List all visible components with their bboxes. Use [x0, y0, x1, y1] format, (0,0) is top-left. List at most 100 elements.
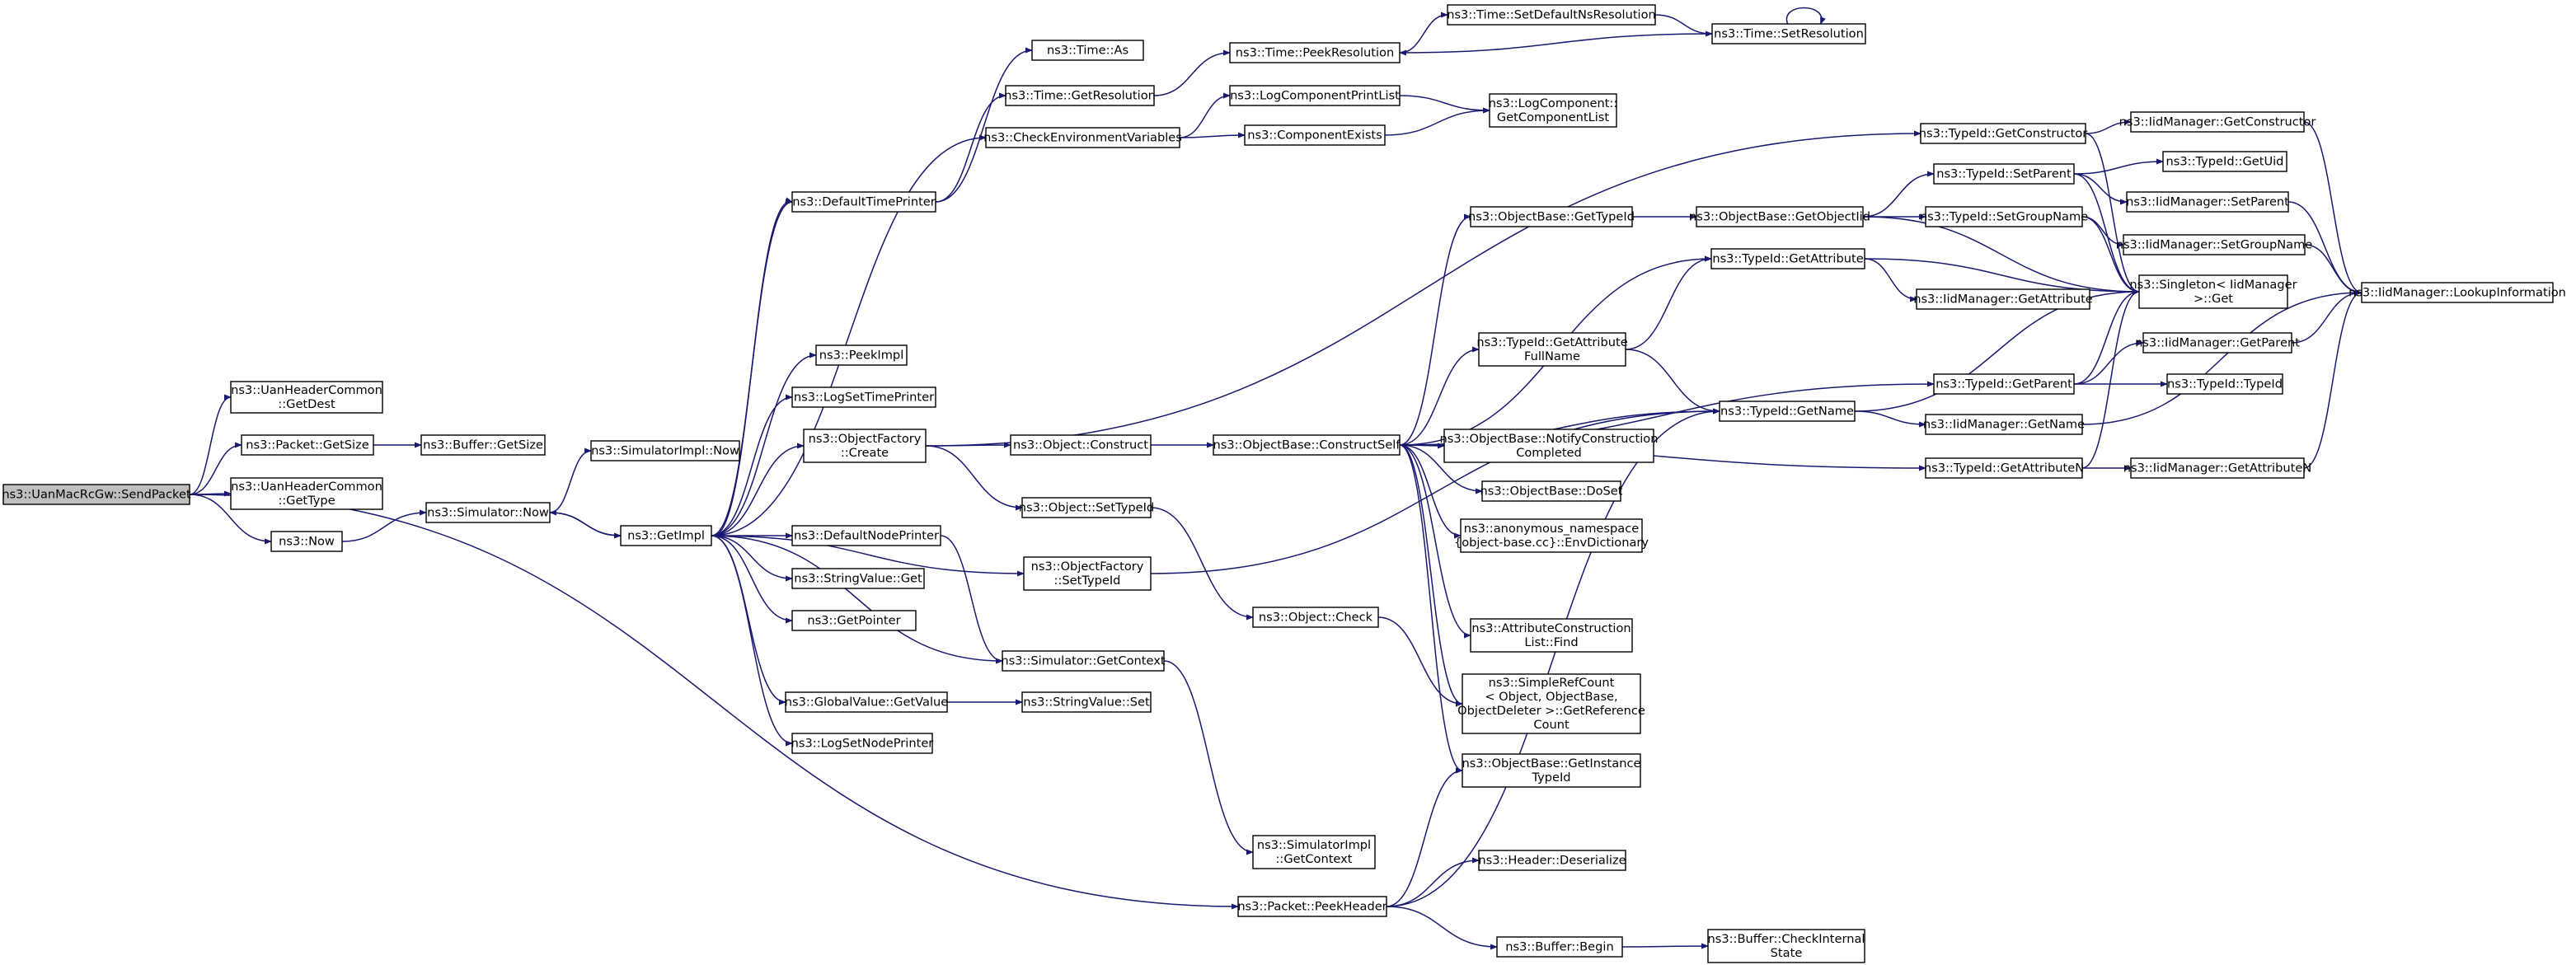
- node-ns3-stringvalue-set[interactable]: ns3::StringValue::Set: [1021, 691, 1152, 713]
- node-ns3-packet-getsize[interactable]: ns3::Packet::GetSize: [241, 434, 374, 456]
- node-label: ns3::ObjectBase::GetObjectIid: [1689, 210, 1870, 224]
- node-ns3-time-getresolution[interactable]: ns3::Time::GetResolution: [1004, 85, 1156, 106]
- node-ns3-iidmanager-getattribute[interactable]: ns3::IidManager::GetAttribute: [1913, 288, 2093, 310]
- edge-n9-to-n10: [1179, 132, 1246, 138]
- node-box: [590, 440, 740, 461]
- node-ns3-typeid-getparent[interactable]: ns3::TypeId::GetParent: [1933, 373, 2075, 395]
- node-ns3-typeid-getname[interactable]: ns3::TypeId::GetName: [1719, 401, 1856, 422]
- node-ns3-now[interactable]: ns3::Now: [270, 531, 343, 552]
- node-ns3-iidmanager-setgroupname[interactable]: ns3::IidManager::SetGroupName: [2116, 234, 2313, 255]
- node-ns3-stringvalue-get[interactable]: ns3::StringValue::Get: [791, 568, 925, 589]
- edge-n27-to-n44: [1399, 346, 1480, 446]
- node-ns3-objectbase-constructself[interactable]: ns3::ObjectBase::ConstructSelf: [1213, 434, 1401, 456]
- node-box: [791, 386, 936, 408]
- node-label: >::Get: [2194, 292, 2233, 306]
- node-box: [2138, 274, 2288, 309]
- node-label: ns3::IidManager::LookupInformation: [2348, 286, 2566, 300]
- edge-n59-to-n60: [1163, 660, 1254, 855]
- node-box: [1021, 691, 1152, 713]
- node-ns3-componentexists[interactable]: ns3::ComponentExists: [1244, 124, 1386, 146]
- node-ns3-simulator-getcontext[interactable]: ns3::Simulator::GetContext: [1001, 650, 1166, 672]
- node-ns3-iidmanager-lookupinformation[interactable]: ns3::IidManager::LookupInformation: [2348, 282, 2566, 303]
- node-ns3-typeid-getuid[interactable]: ns3::TypeId::GetUid: [2162, 151, 2287, 172]
- node-ns3-typeid-setgroupname[interactable]: ns3::TypeId::SetGroupName: [1920, 206, 2088, 227]
- node-box: [230, 381, 383, 414]
- node-ns3-globalvalue-getvalue[interactable]: ns3::GlobalValue::GetValue: [785, 691, 949, 713]
- node-ns3-typeid-getattribute[interactable]: ns3::TypeId::GetAttribute: [1710, 248, 1865, 269]
- node-ns3-objectbase-getobjectiid[interactable]: ns3::ObjectBase::GetObjectIid: [1689, 206, 1870, 227]
- node-box: [1496, 936, 1623, 958]
- node-label: ns3::Time::As: [1047, 44, 1128, 58]
- node-ns3-objectbase-notifyconstruction-completed[interactable]: ns3::ObjectBase::NotifyConstructionCompl…: [1440, 429, 1659, 463]
- edge-n62-to-n45: [1386, 408, 1720, 907]
- node-box: [1920, 123, 2086, 144]
- node-label: ns3::Packet::PeekHeader: [1237, 900, 1387, 914]
- node-ns3-iidmanager-getconstructor[interactable]: ns3::IidManager::GetConstructor: [2119, 111, 2316, 133]
- node-ns3-objectbase-gettypeid[interactable]: ns3::ObjectBase::GetTypeId: [1468, 206, 1635, 227]
- node-ns3-defaultnodeprinter[interactable]: ns3::DefaultNodePrinter: [791, 525, 941, 546]
- edge-n63-to-n64: [1621, 943, 1709, 949]
- node-ns3-typeid-typeid[interactable]: ns3::TypeId::TypeId: [2166, 373, 2283, 395]
- node-label: ns3::SimulatorImpl: [1257, 838, 1371, 852]
- node-ns3-iidmanager-getparent[interactable]: ns3::IidManager::GetParent: [2135, 332, 2300, 354]
- node-ns3-logsetnodeprinter[interactable]: ns3::LogSetNodePrinter: [791, 733, 934, 754]
- node-label: Completed: [1516, 446, 1582, 460]
- node-label: ns3::ObjectBase::GetInstance: [1462, 757, 1641, 771]
- node-ns3-iidmanager-setparent[interactable]: ns3::IidManager::SetParent: [2126, 191, 2289, 213]
- node-ns3-checkenvironmentvariables[interactable]: ns3::CheckEnvironmentVariables: [983, 127, 1182, 148]
- node-ns3-object-settypeid[interactable]: ns3::Object::SetTypeId: [1019, 497, 1154, 518]
- node-ns3-singleton-iidmanager-get[interactable]: ns3::Singleton< IidManager >::Get: [2129, 274, 2297, 309]
- node-ns3-buffer-getsize[interactable]: ns3::Buffer::GetSize: [420, 434, 546, 456]
- node-box: [1710, 248, 1865, 269]
- node-ns3-typeid-getconstructor[interactable]: ns3::TypeId::GetConstructor: [1919, 123, 2088, 144]
- node-label: ns3::UanHeaderCommon: [231, 383, 382, 397]
- node-ns3-object-check[interactable]: ns3::Object::Check: [1252, 607, 1379, 628]
- node-ns3-peekimpl[interactable]: ns3::PeekImpl: [815, 344, 908, 366]
- node-ns3-defaulttimeprinter[interactable]: ns3::DefaultTimePrinter: [791, 191, 936, 213]
- node-ns3-objectfactory-create[interactable]: ns3::ObjectFactory::Create: [803, 429, 927, 463]
- node-ns3-time-setdefaultnsresolution[interactable]: ns3::Time::SetDefaultNsResolution: [1447, 4, 1656, 26]
- node-ns3-simulatorimpl-getcontext[interactable]: ns3::SimulatorImpl::GetContext: [1252, 835, 1376, 869]
- node-ns3-getpointer[interactable]: ns3::GetPointer: [791, 610, 917, 631]
- node-ns3-typeid-getattributen[interactable]: ns3::TypeId::GetAttributeN: [1924, 457, 2084, 479]
- node-ns3-buffer-begin[interactable]: ns3::Buffer::Begin: [1496, 936, 1623, 958]
- node-ns3-objectbase-doset[interactable]: ns3::ObjectBase::DoSet: [1480, 480, 1623, 502]
- node-ns3-objectfactory-settypeid[interactable]: ns3::ObjectFactory::SetTypeId: [1023, 556, 1152, 591]
- node-label: ns3::Singleton< IidManager: [2129, 278, 2297, 292]
- node-ns3-simplerefcount-object-objectbase-objectdeleter-getreference-count[interactable]: ns3::SimpleRefCount< Object, ObjectBase,…: [1457, 673, 1645, 734]
- edge-n25-to-n53: [925, 130, 1921, 447]
- node-ns3-getimpl[interactable]: ns3::GetImpl: [620, 525, 712, 546]
- node-ns3-anonymous-namespace-object-base-cc-envdictionary[interactable]: ns3::anonymous_namespace{object-base.cc}…: [1454, 518, 1649, 553]
- node-ns3-packet-peekheader[interactable]: ns3::Packet::PeekHeader: [1237, 896, 1387, 917]
- node-label: ns3::Simulator::GetContext: [1001, 654, 1165, 668]
- node-ns3-uanheadercommon-getdest[interactable]: ns3::UanHeaderCommon::GetDest: [230, 381, 383, 414]
- node-ns3-simulator-now[interactable]: ns3::Simulator::Now: [425, 502, 551, 523]
- node-box: [1031, 40, 1144, 61]
- node-ns3-time-peekresolution[interactable]: ns3::Time::PeekResolution: [1229, 42, 1401, 63]
- edge-n62-to-n63: [1386, 906, 1498, 950]
- node-ns3-simulatorimpl-now[interactable]: ns3::SimulatorImpl::Now: [590, 440, 740, 461]
- node-label: ns3::TypeId::GetUid: [2166, 155, 2284, 169]
- node-label: ns3::IidManager::GetAttributeN: [2123, 461, 2312, 475]
- node-ns3-iidmanager-getname[interactable]: ns3::IidManager::GetName: [1923, 414, 2085, 435]
- node-ns3-logcomponent-getcomponentlist[interactable]: ns3::LogComponent::GetComponentList: [1489, 93, 1618, 128]
- node-ns3-uanheadercommon-gettype[interactable]: ns3::UanHeaderCommon::GetType: [230, 477, 383, 510]
- node-label: ::GetContext: [1275, 852, 1352, 866]
- node-box: [985, 127, 1180, 148]
- node-ns3-logcomponentprintlist[interactable]: ns3::LogComponentPrintList: [1229, 85, 1401, 106]
- node-ns3-uanmacrcgw-sendpacket[interactable]: ns3::UanMacRcGw::SendPacket: [2, 484, 191, 505]
- node-ns3-time-as[interactable]: ns3::Time::As: [1031, 40, 1144, 61]
- node-box: [1470, 618, 1633, 653]
- edge-n13-to-n59: [940, 535, 1003, 664]
- node-ns3-iidmanager-getattributen[interactable]: ns3::IidManager::GetAttributeN: [2123, 457, 2312, 479]
- node-ns3-time-setresolution[interactable]: ns3::Time::SetResolution: [1711, 23, 1866, 45]
- node-box: [815, 344, 908, 366]
- node-ns3-object-construct[interactable]: ns3::Object::Construct: [1010, 434, 1152, 456]
- node-ns3-typeid-setparent[interactable]: ns3::TypeId::SetParent: [1933, 163, 2075, 185]
- node-ns3-logsettimeprinter[interactable]: ns3::LogSetTimePrinter: [791, 386, 936, 408]
- node-ns3-header-deserialize[interactable]: ns3::Header::Deserialize: [1478, 850, 1626, 871]
